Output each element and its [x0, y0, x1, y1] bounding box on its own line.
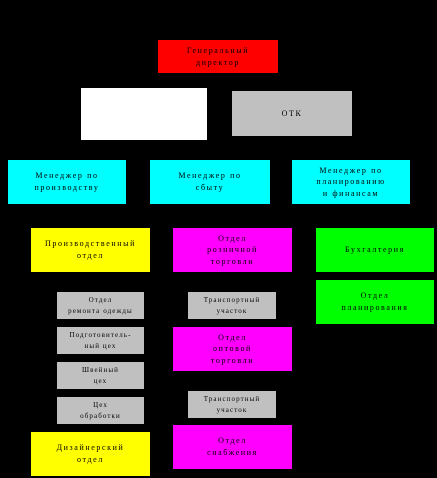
sewing-shop-box: Швейный цех	[57, 362, 144, 389]
production-dept-box: Производственный отдел	[31, 228, 150, 272]
sales-manager-box: Менеджер по сбыту	[150, 160, 270, 204]
transport-section-box-2: Транспортный участок	[188, 391, 276, 418]
general-director-box: Генеральный директор	[158, 40, 278, 73]
processing-shop-box: Цех обработки	[57, 397, 144, 424]
design-dept-box: Дизайнерский отдел	[31, 432, 150, 476]
planning-dept-box: Отдел планирования	[316, 280, 434, 324]
clothing-repair-dept-box: Отдел ремонта одежды	[57, 292, 144, 319]
retail-dept-box: Отдел розничной торговли	[173, 228, 292, 272]
supply-dept-box: Отдел снабжения	[173, 425, 292, 469]
preparation-shop-box: Подготовитель- ный цех	[57, 327, 144, 354]
transport-section-box-1: Транспортный участок	[188, 292, 276, 319]
planning-finance-manager-box: Менеджер по планированию и финансам	[292, 160, 410, 204]
accounting-box: Бухгалтерия	[316, 228, 434, 272]
otk-box: ОТК	[232, 91, 352, 136]
wholesale-dept-box: Отдел оптовой торговли	[173, 327, 292, 371]
blank-box	[81, 88, 207, 140]
production-manager-box: Менеджер по производству	[8, 160, 126, 204]
